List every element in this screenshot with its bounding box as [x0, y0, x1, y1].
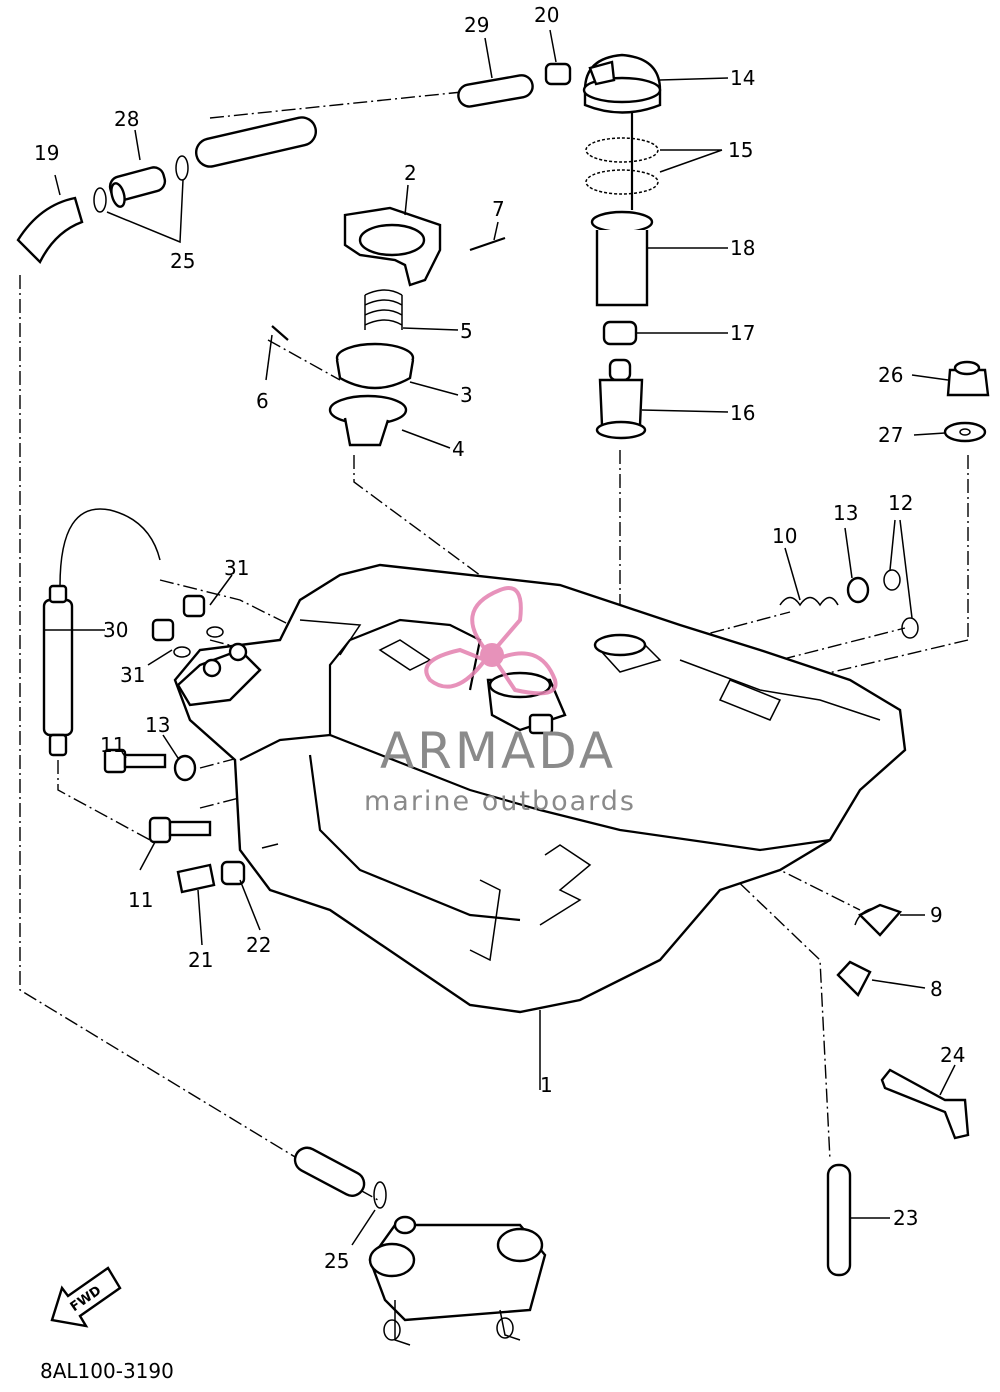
part-23-hose	[826, 1163, 852, 1277]
part-12-circlips	[883, 569, 919, 639]
callout-12: 12	[888, 491, 913, 515]
upper-hose	[195, 116, 317, 168]
callout-31-lower: 31	[120, 663, 145, 687]
watermark-brand: ARMADA	[380, 722, 616, 780]
callout-30: 30	[103, 618, 128, 642]
callouts: 1 2 3 4 5 6 7 8 9 10 11 11 12 13 13 14 1…	[34, 3, 965, 1273]
callout-3: 3	[460, 383, 473, 407]
callout-24: 24	[940, 1043, 965, 1067]
callout-16: 16	[730, 401, 755, 425]
callout-7: 7	[492, 197, 505, 221]
callout-14: 14	[730, 66, 755, 90]
propeller-logo	[424, 586, 558, 696]
callout-13-right: 13	[833, 501, 858, 525]
part-29-hose	[457, 74, 534, 108]
part-7-pin	[469, 236, 506, 252]
part-6-pin	[271, 325, 289, 341]
bottom-hose	[293, 1146, 387, 1209]
callout-8: 8	[930, 977, 943, 1001]
part-24-strap	[880, 1068, 970, 1140]
part-11-bolt-lower	[148, 816, 212, 844]
diagram-code: 8AL100-3190	[40, 1359, 174, 1383]
part-17-clamp	[602, 320, 638, 346]
part-3-gasket	[335, 342, 415, 390]
callout-4: 4	[452, 437, 465, 461]
callout-28: 28	[114, 107, 139, 131]
callout-5: 5	[460, 319, 473, 343]
callout-18: 18	[730, 236, 755, 260]
fwd-arrow: FWD	[50, 1266, 122, 1328]
part-16-valve	[595, 358, 647, 440]
callout-25-lower: 25	[324, 1249, 349, 1273]
part-25-clips	[93, 155, 189, 213]
callout-25-upper: 25	[170, 249, 195, 273]
callout-1: 1	[540, 1073, 553, 1097]
part-11-bolt-upper	[103, 748, 167, 774]
leader-lines	[44, 29, 956, 1246]
part-4-neck	[328, 394, 408, 447]
part-10-clip	[779, 596, 839, 607]
fuel-pump	[368, 1215, 547, 1346]
part-13-washer-left	[173, 754, 197, 782]
callout-17: 17	[730, 321, 755, 345]
callout-23: 23	[893, 1206, 918, 1230]
callout-22: 22	[246, 933, 271, 957]
part-21-hose	[176, 863, 216, 894]
callout-19: 19	[34, 141, 59, 165]
part-5-spring	[364, 289, 403, 330]
part-9-drain-screw	[854, 903, 903, 937]
part-22-clamp	[220, 860, 246, 886]
part-13-washer-right	[846, 576, 870, 604]
callout-31-upper: 31	[224, 556, 249, 580]
callout-2: 2	[404, 161, 417, 185]
callout-29: 29	[464, 13, 489, 37]
watermark-tagline: marine outboards	[364, 786, 636, 817]
part-2-cap	[343, 206, 442, 287]
callout-27: 27	[878, 423, 903, 447]
part-18-strainer	[590, 210, 654, 307]
callout-11-lower: 11	[128, 888, 153, 912]
callout-20: 20	[534, 3, 559, 27]
callout-15: 15	[728, 138, 753, 162]
part-15-rings	[585, 137, 659, 195]
callout-9: 9	[930, 903, 943, 927]
part-20-clamp	[544, 62, 572, 86]
part-14-cap	[582, 53, 662, 210]
callout-13-left: 13	[145, 713, 170, 737]
part-8-cap	[836, 960, 872, 998]
part-31-clamps	[151, 594, 224, 658]
part-19-hose	[16, 196, 84, 265]
callout-26: 26	[878, 363, 903, 387]
part-26-nut	[946, 360, 990, 397]
callout-10: 10	[772, 524, 797, 548]
callout-21: 21	[188, 948, 213, 972]
callout-6: 6	[256, 389, 269, 413]
fuel-tank	[173, 563, 907, 1014]
part-27-washer	[943, 421, 987, 443]
part-28-fitting	[108, 166, 167, 208]
watermark: ARMADA marine outboards	[364, 586, 636, 817]
part-30-hose	[42, 508, 161, 757]
callout-11-upper: 11	[100, 733, 125, 757]
